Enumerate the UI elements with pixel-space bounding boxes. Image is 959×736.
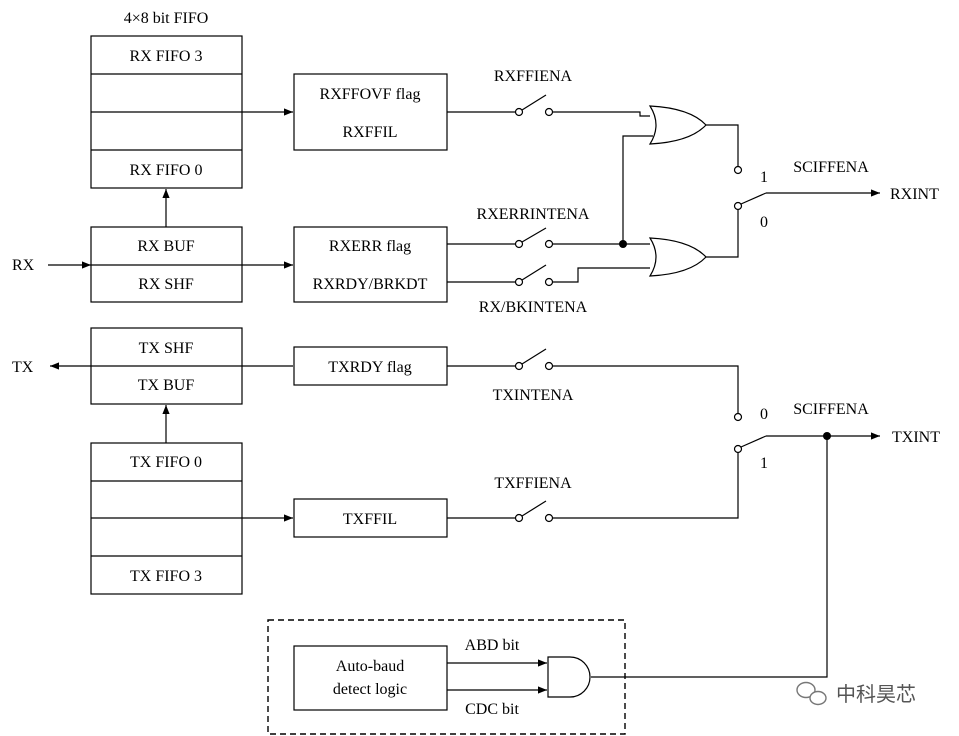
rx-mux-switch [706,124,880,258]
rxbkintena-label: RX/BKINTENA [479,299,588,316]
fifo-caption: 4×8 bit FIFO [124,10,209,27]
cdc-bit-label: CDC bit [465,701,519,718]
tx-mux-switch [733,412,880,454]
txrdy-flag-label: TXRDY flag [328,359,411,376]
wechat-logo [796,681,827,706]
tx-fifo-0-label: TX FIFO 0 [130,454,202,471]
tx-mux-in0-label: 0 [760,406,768,423]
txffiena-switch [447,453,739,523]
rx-or-gate-upper [648,105,707,145]
rxffiena-label: RXFFIENA [494,68,573,85]
rxffovf-flag-label: RXFFOVF flag [320,86,421,103]
txintena-label: TXINTENA [493,387,574,404]
tx-pin-label: TX [12,359,34,376]
rx-buf-label: RX BUF [137,238,194,255]
txintena-switch [447,348,739,413]
rx-shf-label: RX SHF [138,276,194,293]
and-to-txint-wire [591,436,828,678]
tx-buf-label: TX BUF [138,377,195,394]
rxerrintena-label: RXERRINTENA [477,206,590,223]
rxrdy-brkdt-label: RXRDY/BRKDT [313,276,428,293]
tx-mux-sciffena-label: SCIFFENA [793,401,869,418]
junction-dot-rx [619,240,627,248]
txffil-label: TXFFIL [343,511,397,528]
tx-shf-label: TX SHF [139,340,194,357]
rxbkintena-switch [447,264,650,287]
rx-fifo-flags-block: RXFFOVF flag RXFFIL [293,73,448,151]
rx-fifo-3-label: RX FIFO 3 [130,48,203,65]
tx-mux-in1-label: 1 [760,455,768,472]
txint-label: TXINT [892,429,940,446]
rx-mux-in1-label: 1 [760,169,768,186]
tx-fifo-3-label: TX FIFO 3 [130,568,202,585]
txrdy-flag-block: TXRDY flag [293,346,448,386]
rxerrintena-switch [447,227,650,249]
rx-error-flags-block: RXERR flag RXRDY/BRKDT [293,226,448,303]
watermark-text: 中科昊芯 [836,682,916,706]
autobaud-line2: detect logic [333,681,407,698]
txffiena-label: TXFFIENA [494,475,572,492]
abd-bit-label: ABD bit [465,637,520,654]
or-feed-wire [622,135,653,244]
rx-mux-sciffena-label: SCIFFENA [793,159,869,176]
autobaud-line1: Auto-baud [336,658,404,675]
rxerr-flag-label: RXERR flag [329,238,411,255]
rx-or-gate-lower [648,237,707,277]
rxffiena-switch [447,94,650,117]
rxint-label: RXINT [890,186,939,203]
rx-pin-label: RX [12,257,35,274]
rx-mux-in0-label: 0 [760,214,768,231]
rxffil-label: RXFFIL [342,124,397,141]
txffil-block: TXFFIL [293,498,448,538]
rx-fifo-0-label: RX FIFO 0 [130,162,203,179]
autobaud-and-gate [547,656,591,698]
autobaud-block: Auto-baud detect logic [293,645,448,711]
